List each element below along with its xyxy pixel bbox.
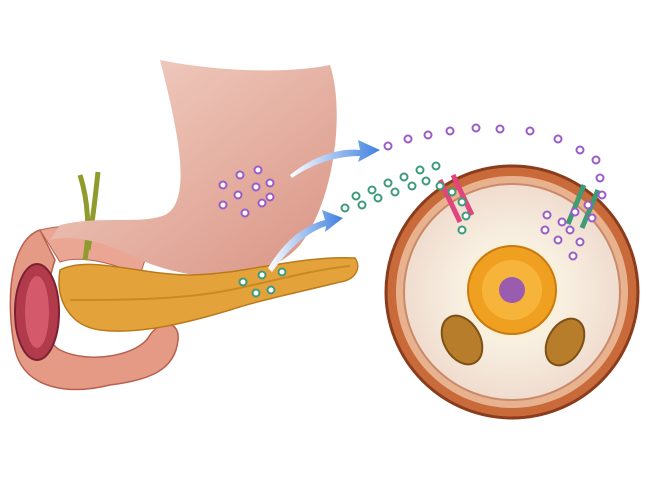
molecule — [373, 193, 383, 203]
molecule — [583, 200, 593, 210]
molecule — [457, 225, 467, 235]
molecule — [253, 165, 263, 175]
molecule — [575, 145, 585, 155]
molecule — [240, 208, 250, 218]
molecule — [277, 267, 287, 277]
molecule — [423, 130, 433, 140]
molecule — [587, 213, 597, 223]
mitochondrion — [440, 314, 484, 366]
molecule — [218, 200, 228, 210]
molecule — [591, 155, 601, 165]
nucleolus — [499, 277, 525, 303]
molecule — [445, 126, 455, 136]
molecule — [553, 134, 563, 144]
stomach — [50, 60, 337, 277]
molecule — [357, 200, 367, 210]
mitochondrion — [544, 317, 586, 367]
molecule — [367, 185, 377, 195]
molecule — [435, 181, 445, 191]
molecule — [431, 161, 441, 171]
molecule — [542, 210, 552, 220]
molecule — [557, 217, 567, 227]
molecule — [383, 178, 393, 188]
molecule — [233, 190, 243, 200]
molecule — [257, 270, 267, 280]
molecule — [257, 198, 267, 208]
molecule — [525, 126, 535, 136]
molecule — [565, 225, 575, 235]
molecule — [218, 180, 228, 190]
molecule — [540, 225, 550, 235]
target-cell — [384, 164, 640, 420]
molecule — [265, 192, 275, 202]
molecule — [251, 182, 261, 192]
molecule — [390, 187, 400, 197]
molecule — [235, 170, 245, 180]
bile-duct — [77, 171, 101, 261]
arrow-pancreas-to-cell — [268, 210, 343, 272]
molecule — [415, 165, 425, 175]
molecule — [266, 285, 276, 295]
purple-molecules — [218, 123, 607, 261]
molecule — [570, 207, 580, 217]
molecule — [457, 197, 467, 207]
green-molecules — [238, 161, 471, 298]
molecule — [383, 141, 393, 151]
molecule — [597, 190, 607, 200]
molecule — [595, 173, 605, 183]
molecule — [495, 124, 505, 134]
molecule — [399, 172, 409, 182]
molecule — [238, 277, 248, 287]
molecule — [251, 288, 261, 298]
molecule — [575, 237, 585, 247]
molecule — [265, 178, 275, 188]
molecule — [471, 123, 481, 133]
molecule — [461, 211, 471, 221]
molecule — [340, 203, 350, 213]
molecule — [403, 134, 413, 144]
molecule — [568, 251, 578, 261]
molecule — [553, 235, 563, 245]
molecule — [447, 187, 457, 197]
molecule — [421, 176, 431, 186]
molecule — [351, 191, 361, 201]
arrow-stomach-to-cell — [290, 140, 380, 178]
molecule — [407, 181, 417, 191]
